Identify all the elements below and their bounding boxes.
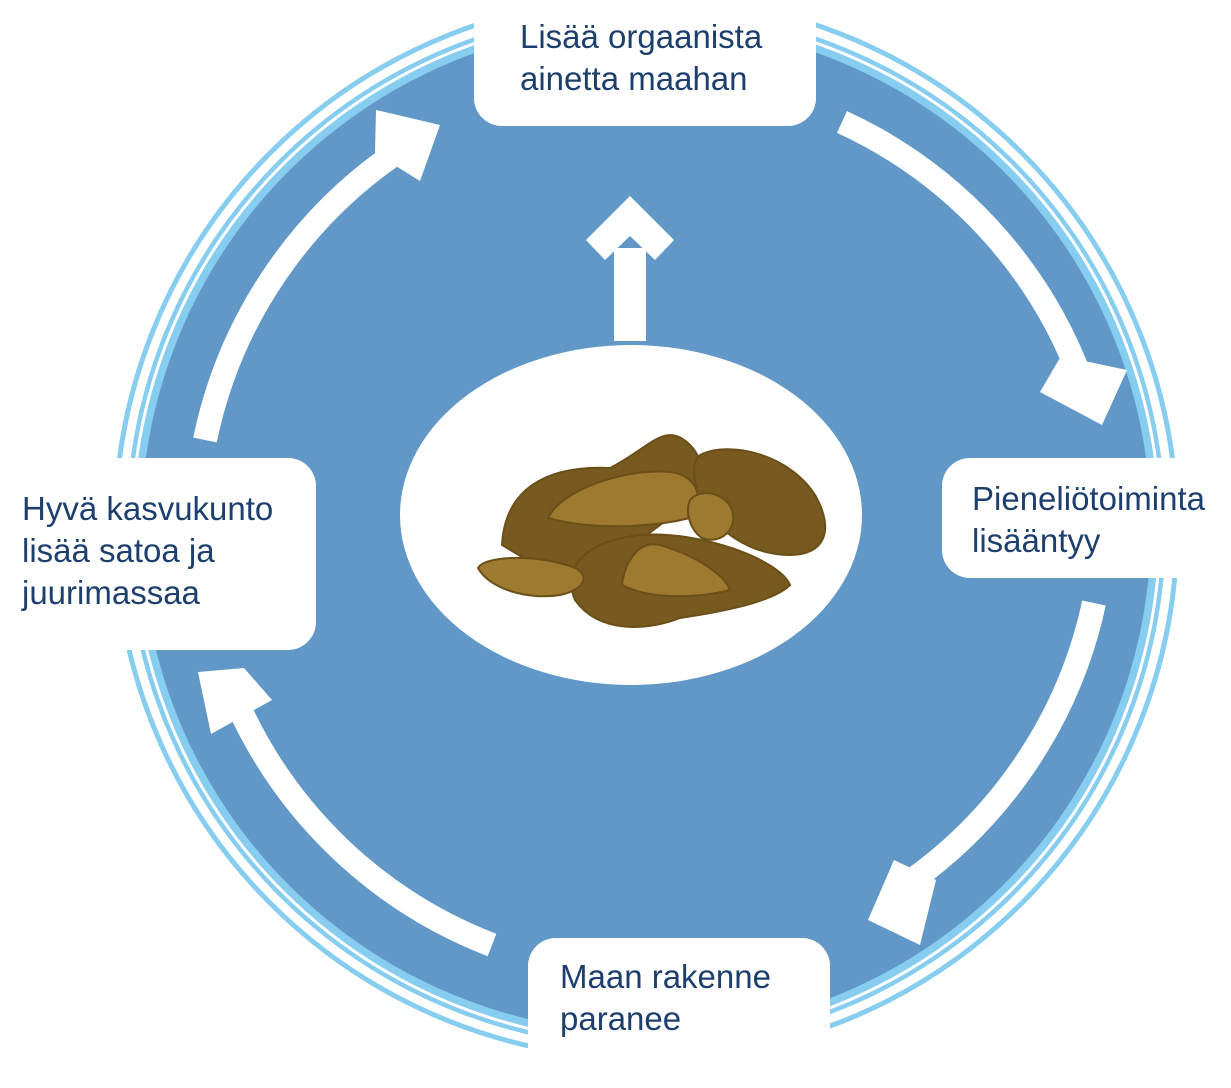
arrowhead-top <box>375 110 440 181</box>
arrow-top-to-right <box>836 111 1094 387</box>
node-bottom-line-1: Maan rakenne <box>560 958 771 995</box>
arrowhead-left <box>198 668 272 734</box>
node-bottom-line-2: paranee <box>560 1000 682 1037</box>
arrowhead-bottom <box>868 860 936 945</box>
node-left-line-2: lisää satoa ja <box>22 532 215 569</box>
node-good-growth: Hyvä kasvukunto lisää satoa ja juurimass… <box>0 458 316 650</box>
node-left-line-1: Hyvä kasvukunto <box>22 490 274 527</box>
node-microbial-activity: Pieneliötoiminta lisääntyy <box>942 458 1231 578</box>
node-right-line-1: Pieneliötoiminta <box>972 480 1205 517</box>
node-left-line-3: juurimassaa <box>22 574 200 611</box>
node-add-organic-matter: Lisää orgaanista ainetta maahan <box>474 0 816 126</box>
arrow-left-to-top <box>193 134 415 443</box>
node-soil-structure: Maan rakenne paranee <box>528 938 830 1088</box>
node-right-line-2: lisääntyy <box>972 522 1101 559</box>
node-top-line-1: Lisää orgaanista <box>520 18 763 55</box>
node-top-line-2: ainetta maahan <box>520 60 748 97</box>
soil-clods-icon <box>476 434 827 628</box>
center-up-arrow <box>586 196 674 341</box>
arrowhead-right <box>1040 356 1127 425</box>
arrow-right-to-bottom <box>891 600 1106 901</box>
cycle-diagram <box>112 0 1180 1050</box>
arrow-bottom-to-left <box>227 700 497 957</box>
cycle-arrows <box>193 111 1106 957</box>
